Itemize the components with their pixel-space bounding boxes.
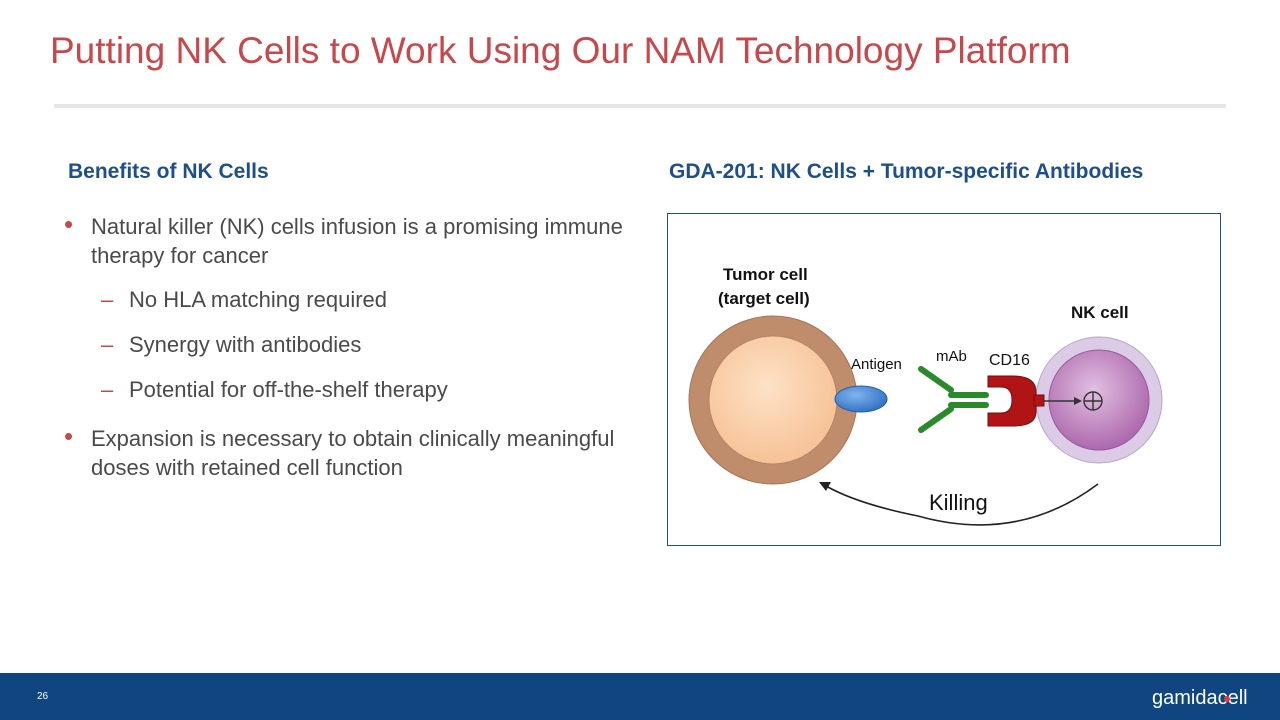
dash-icon: – xyxy=(101,287,114,312)
sub-bullet-text: No HLA matching required xyxy=(129,287,388,312)
bullet-text: Expansion is necessary to obtain clinica… xyxy=(91,426,615,480)
gda-heading: GDA-201: NK Cells + Tumor-specific Antib… xyxy=(669,160,1144,183)
benefits-heading: Benefits of NK Cells xyxy=(68,160,269,183)
sub-bullet-item: – Synergy with antibodies xyxy=(64,330,624,359)
antibody-icon xyxy=(918,366,989,433)
tumor-cell-icon xyxy=(688,315,858,485)
page-number: 26 xyxy=(37,691,49,702)
cd16-receptor-icon xyxy=(987,375,1045,427)
sub-bullet-item: – No HLA matching required xyxy=(64,285,624,314)
logo-text-right: ell xyxy=(1227,687,1248,709)
sub-bullet-text: Synergy with antibodies xyxy=(129,332,362,357)
title-divider xyxy=(54,104,1226,108)
bullet-item: • Natural killer (NK) cells infusion is … xyxy=(64,209,624,270)
slide-title: Putting NK Cells to Work Using Our NAM T… xyxy=(50,30,1071,71)
benefits-list: • Natural killer (NK) cells infusion is … xyxy=(64,209,624,482)
mab-label: mAb xyxy=(936,348,967,365)
bullet-dot-icon: • xyxy=(64,209,74,239)
bullet-dot-icon: • xyxy=(64,421,74,451)
dash-icon: – xyxy=(101,332,114,357)
logo-c-letter: c xyxy=(1217,687,1228,709)
signal-arrow-icon xyxy=(1044,397,1082,405)
nk-cell-icon xyxy=(1035,336,1163,464)
nk-cell-label: NK cell xyxy=(1071,303,1129,322)
bullet-text: Natural killer (NK) cells infusion is a … xyxy=(91,214,623,268)
cd16-label: CD16 xyxy=(989,352,1030,369)
sub-bullet-item: – Potential for off-the-shelf therapy xyxy=(64,375,624,404)
antigen-icon xyxy=(834,385,888,413)
nk-mechanism-diagram: Tumor cell (target cell) NK cell Antigen… xyxy=(667,213,1221,546)
tumor-cell-label: Tumor cell xyxy=(723,265,808,284)
killing-arrow-icon xyxy=(819,482,1099,526)
logo-c-mark: c xyxy=(1217,687,1230,710)
sub-bullet-text: Potential for off-the-shelf therapy xyxy=(129,377,448,402)
target-cell-label: (target cell) xyxy=(718,289,810,308)
diagram-svg: Tumor cell (target cell) NK cell Antigen… xyxy=(688,265,1163,526)
bullet-item: • Expansion is necessary to obtain clini… xyxy=(64,421,624,482)
logo-dot-icon xyxy=(1223,696,1230,702)
killing-label: Killing xyxy=(929,490,988,515)
dash-icon: – xyxy=(101,377,114,402)
antigen-label: Antigen xyxy=(851,356,902,373)
logo-text-left: gamida xyxy=(1152,687,1218,709)
